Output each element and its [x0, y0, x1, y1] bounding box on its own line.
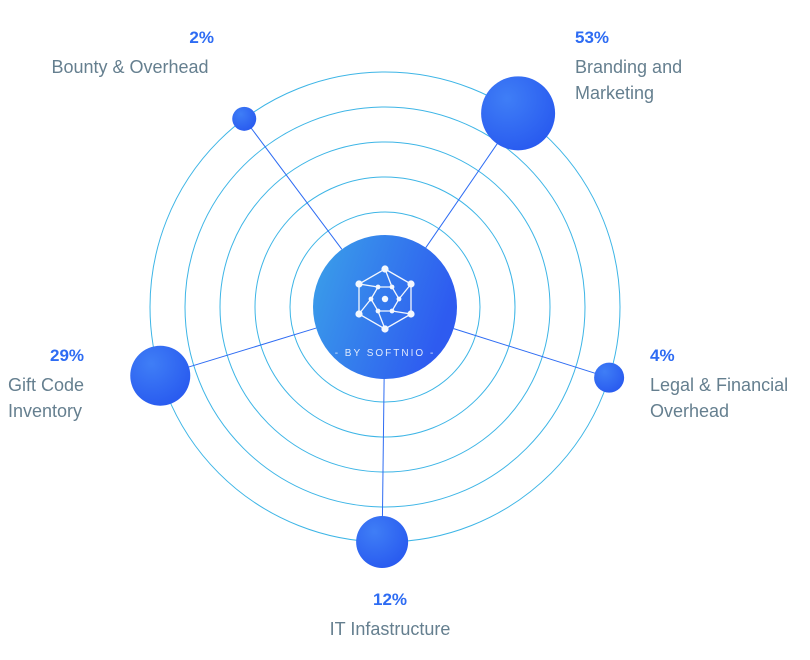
center-circle [313, 235, 457, 379]
center-token: - BY SOFTNIO - [313, 235, 457, 379]
orbit-ring [184, 106, 586, 508]
label-gift-code-inventory: 29% Gift Code Inventory [8, 345, 118, 424]
bubble-bounty-overhead [232, 106, 257, 131]
spoke-line-bounty-overhead [243, 118, 343, 250]
percent-legal-financial-overhead: 4% [650, 346, 675, 365]
label-line: Inventory [8, 401, 83, 421]
hexagon-network-icon [355, 265, 415, 333]
bubble-branding-marketing [481, 76, 556, 151]
label-line: Marketing [575, 83, 655, 103]
spoke-line-it-infastructure [381, 378, 385, 542]
label-bounty-overhead: 2% Bounty & Overhead [30, 27, 230, 80]
label-line: IT Infastructure [329, 619, 451, 639]
orbit-ring [219, 141, 551, 473]
bubble-it-infastructure [356, 515, 409, 568]
label-line: Legal & Financial [650, 375, 789, 395]
percent-bounty-overhead: 2% [189, 28, 214, 47]
percent-it-infastructure: 12% [372, 590, 408, 609]
label-line: Bounty & Overhead [51, 57, 209, 77]
center-brand-text: - BY SOFTNIO - [335, 348, 436, 359]
orbit-ring [289, 211, 481, 403]
label-branding-marketing: 53% Branding and Marketing [575, 27, 682, 106]
label-it-infastructure: 12% IT Infastructure [285, 589, 495, 642]
bubble-gift-code-inventory [130, 345, 191, 406]
spoke-line-legal-financial-overhead [453, 328, 610, 379]
bubble-legal-financial-overhead [594, 362, 625, 393]
orbit-ring [254, 176, 516, 438]
percent-branding-marketing: 53% [575, 28, 610, 47]
label-line: Overhead [650, 401, 730, 421]
label-line: Gift Code [8, 375, 85, 395]
label-legal-financial-overhead: 4% Legal & Financial Overhead [650, 345, 788, 424]
label-line: Branding and [575, 57, 683, 77]
percent-gift-code-inventory: 29% [50, 346, 85, 365]
